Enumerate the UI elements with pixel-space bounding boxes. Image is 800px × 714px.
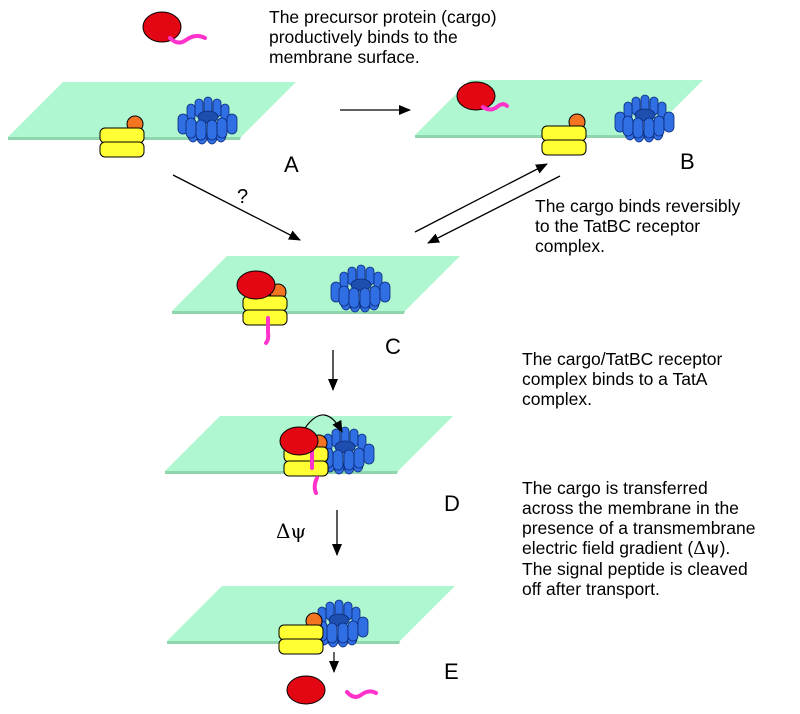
signal-peptide-d-tail	[312, 476, 319, 495]
panel-e	[167, 586, 455, 705]
cargo-protein-released	[286, 675, 326, 705]
panel-b	[415, 80, 703, 156]
membrane-c	[172, 256, 460, 314]
panel-label-b: B	[680, 149, 695, 174]
cleaved-signal-peptide	[345, 689, 378, 699]
arrow-a-to-c	[172, 174, 301, 241]
step1-description: The precursor protein (cargo) productive…	[269, 7, 497, 67]
cargo-protein-d	[279, 426, 319, 456]
panel-label-a: A	[284, 152, 299, 177]
signal-peptide-b	[481, 102, 509, 112]
cargo-protein-c	[236, 270, 276, 300]
panel-label-c: C	[385, 334, 401, 359]
step4-text-b: ). The signal peptide is cleaved off aft…	[522, 538, 748, 599]
transfer-curved-arrow	[304, 414, 343, 433]
panel-a	[8, 82, 296, 158]
cargo-protein	[142, 11, 182, 43]
step4-text-a: The cargo is transferred across the memb…	[522, 478, 756, 558]
step4-description: The cargo is transferred across the memb…	[522, 478, 755, 599]
arrow-c-to-b	[414, 163, 548, 233]
arrow-b-to-c	[427, 175, 561, 244]
question-mark-label: ?	[237, 186, 249, 208]
cargo-protein-b	[456, 81, 496, 111]
step3-description: The cargo/TatBC receptor complex binds t…	[522, 349, 723, 409]
membrane-potential-label: Δψ	[276, 519, 307, 543]
panel-c	[172, 256, 460, 345]
membrane-a	[8, 82, 296, 140]
signal-peptide-c	[264, 316, 271, 345]
panel-d	[165, 414, 453, 495]
signal-peptide	[168, 33, 207, 45]
step4-dpsi-symbol: Δψ	[693, 539, 720, 559]
panel-label-e: E	[444, 659, 459, 684]
panel-label-d: D	[444, 491, 460, 516]
free-precursor	[142, 11, 207, 45]
step2-description: The cargo binds reversibly to the TatBC …	[535, 196, 741, 256]
